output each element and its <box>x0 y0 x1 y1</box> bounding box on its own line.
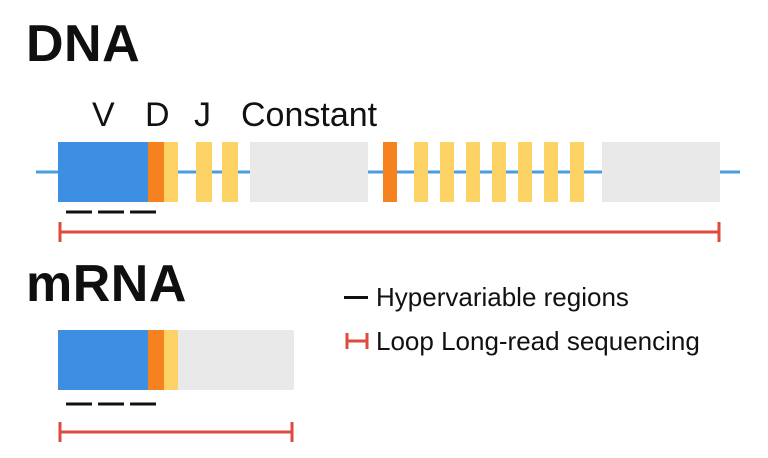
legend-hypervariable: Hypervariable regions <box>344 284 629 310</box>
legend-long-read-label: Loop Long-read sequencing <box>376 326 700 356</box>
dna-j-segment <box>222 142 238 202</box>
dna-constant-segment <box>602 142 720 202</box>
mrna-j-segment <box>164 330 178 390</box>
v-segment-label: V <box>92 96 115 134</box>
dna-j-segment <box>544 142 558 202</box>
dna-d-segment <box>383 142 397 202</box>
dna-heading: DNA <box>26 15 141 73</box>
mrna-d-segment <box>148 330 164 390</box>
mrna-v-segment <box>58 330 150 390</box>
mrna-long-read-bracket <box>58 422 294 442</box>
long-read-bracket-icon <box>345 333 369 349</box>
mrna-heading: mRNA <box>26 255 187 313</box>
mrna-constant-segment <box>178 330 294 390</box>
dna-j-segment <box>414 142 428 202</box>
dna-j-segment <box>440 142 454 202</box>
dna-j-segment <box>518 142 532 202</box>
legend-long-read: Loop Long-read sequencing <box>344 328 700 354</box>
dna-j-segment <box>196 142 212 202</box>
dna-j-segment <box>164 142 178 202</box>
dna-long-read-bracket <box>58 222 721 242</box>
hypervariable-swatch-icon <box>344 295 368 299</box>
dna-j-segment <box>570 142 584 202</box>
legend-hypervariable-label: Hypervariable regions <box>376 282 629 312</box>
dna-d-segment <box>148 142 164 202</box>
dna-constant-segment <box>250 142 368 202</box>
j-segment-label: J <box>194 96 211 134</box>
dna-j-segment <box>492 142 506 202</box>
constant-segment-label: Constant <box>241 96 378 134</box>
d-segment-label: D <box>145 96 170 134</box>
dna-v-segment <box>58 142 150 202</box>
dna-j-segment <box>466 142 480 202</box>
